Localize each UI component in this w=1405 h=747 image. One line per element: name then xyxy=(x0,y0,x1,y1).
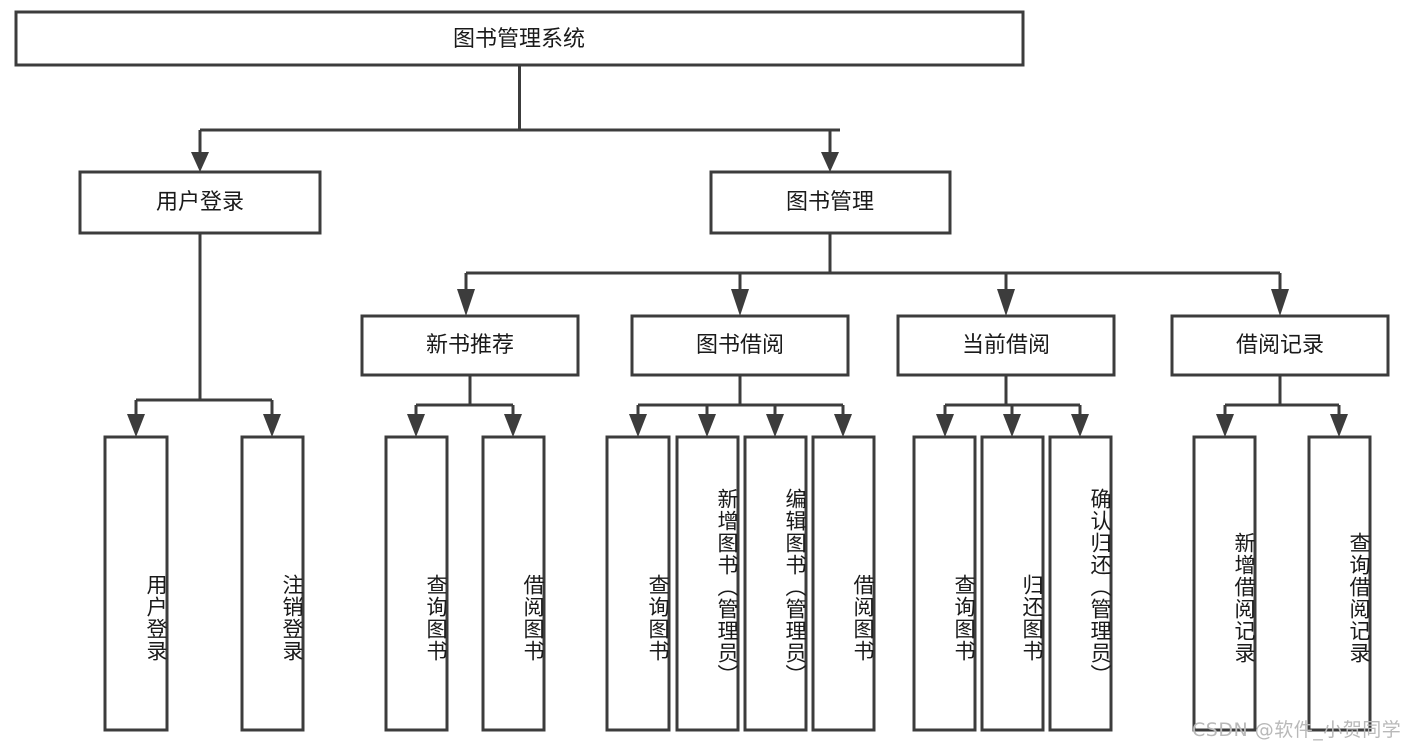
arrowhead-leaf-add-record xyxy=(1216,414,1234,437)
arrowhead-leaf-query-book-3 xyxy=(936,414,954,437)
leaf-box-query-book-1[interactable] xyxy=(384,435,449,732)
node-current-borrow-box[interactable] xyxy=(896,314,1116,377)
arrowhead-leaf-logout-login xyxy=(263,414,281,437)
arrowhead-book-borrow xyxy=(731,289,749,316)
arrowhead-leaf-query-record xyxy=(1330,414,1348,437)
leaf-box-group xyxy=(103,435,1372,732)
arrowhead-leaf-borrow-book-1 xyxy=(504,414,522,437)
arrowhead-leaf-edit-book xyxy=(766,414,784,437)
arrowhead-leaf-user-login xyxy=(127,414,145,437)
node-borrow-record[interactable]: 借阅记录 xyxy=(1170,314,1390,377)
leaf-box-borrow-book-1[interactable] xyxy=(481,435,546,732)
leaf-box-add-record[interactable] xyxy=(1192,435,1257,732)
leaf-box-user-login[interactable] xyxy=(103,435,169,732)
node-user-login-label: 用户登录 xyxy=(156,190,244,215)
leaf-box-edit-book[interactable] xyxy=(743,435,808,732)
node-user-login-box[interactable] xyxy=(78,170,322,235)
leaf-box-query-book-3[interactable] xyxy=(912,435,977,732)
arrowhead-new-book-recommend xyxy=(457,289,475,316)
node-book-borrow[interactable]: 图书借阅 xyxy=(630,314,850,377)
node-book-borrow-label: 图书借阅 xyxy=(696,333,784,358)
node-book-manage[interactable]: 图书管理 xyxy=(709,170,952,235)
arrowhead-leaf-borrow-book-2 xyxy=(834,414,852,437)
arrowhead-leaf-add-book xyxy=(698,414,716,437)
connector-group xyxy=(127,65,1348,437)
arrowhead-borrow-record xyxy=(1271,289,1289,316)
node-user-login[interactable]: 用户登录 xyxy=(78,170,322,235)
node-root[interactable]: 图书管理系统 xyxy=(14,10,1025,67)
node-current-borrow[interactable]: 当前借阅 xyxy=(896,314,1116,377)
leaf-box-logout-login[interactable] xyxy=(240,435,305,732)
leaf-box-borrow-book-2[interactable] xyxy=(811,435,876,732)
arrowhead-leaf-query-book-2 xyxy=(629,414,647,437)
arrowhead-user-login xyxy=(191,152,209,172)
node-borrow-record-label: 借阅记录 xyxy=(1236,333,1324,358)
arrowhead-leaf-return-book xyxy=(1003,414,1021,437)
node-new-book-recommend-box[interactable] xyxy=(360,314,580,377)
leaf-box-query-record[interactable] xyxy=(1307,435,1372,732)
node-root-box[interactable] xyxy=(14,10,1025,67)
node-new-book-recommend[interactable]: 新书推荐 xyxy=(360,314,580,377)
node-root-label: 图书管理系统 xyxy=(453,27,585,52)
node-current-borrow-label: 当前借阅 xyxy=(962,333,1050,358)
node-new-book-recommend-label: 新书推荐 xyxy=(426,333,514,358)
node-borrow-record-box[interactable] xyxy=(1170,314,1390,377)
watermark-text: CSDN @软件_小贺同学 xyxy=(1192,719,1402,741)
arrowhead-book-manage xyxy=(821,152,839,172)
node-book-manage-label: 图书管理 xyxy=(786,190,874,215)
leaf-box-query-book-2[interactable] xyxy=(605,435,671,732)
arrowhead-leaf-query-book-1 xyxy=(407,414,425,437)
arrowhead-leaf-confirm-return xyxy=(1071,414,1089,437)
node-book-manage-box[interactable] xyxy=(709,170,952,235)
arrowhead-current-borrow xyxy=(997,289,1015,316)
node-book-borrow-box[interactable] xyxy=(630,314,850,377)
leaf-box-return-book[interactable] xyxy=(980,435,1045,732)
leaf-box-add-book[interactable] xyxy=(675,435,740,732)
leaf-box-confirm-return[interactable] xyxy=(1048,435,1113,732)
